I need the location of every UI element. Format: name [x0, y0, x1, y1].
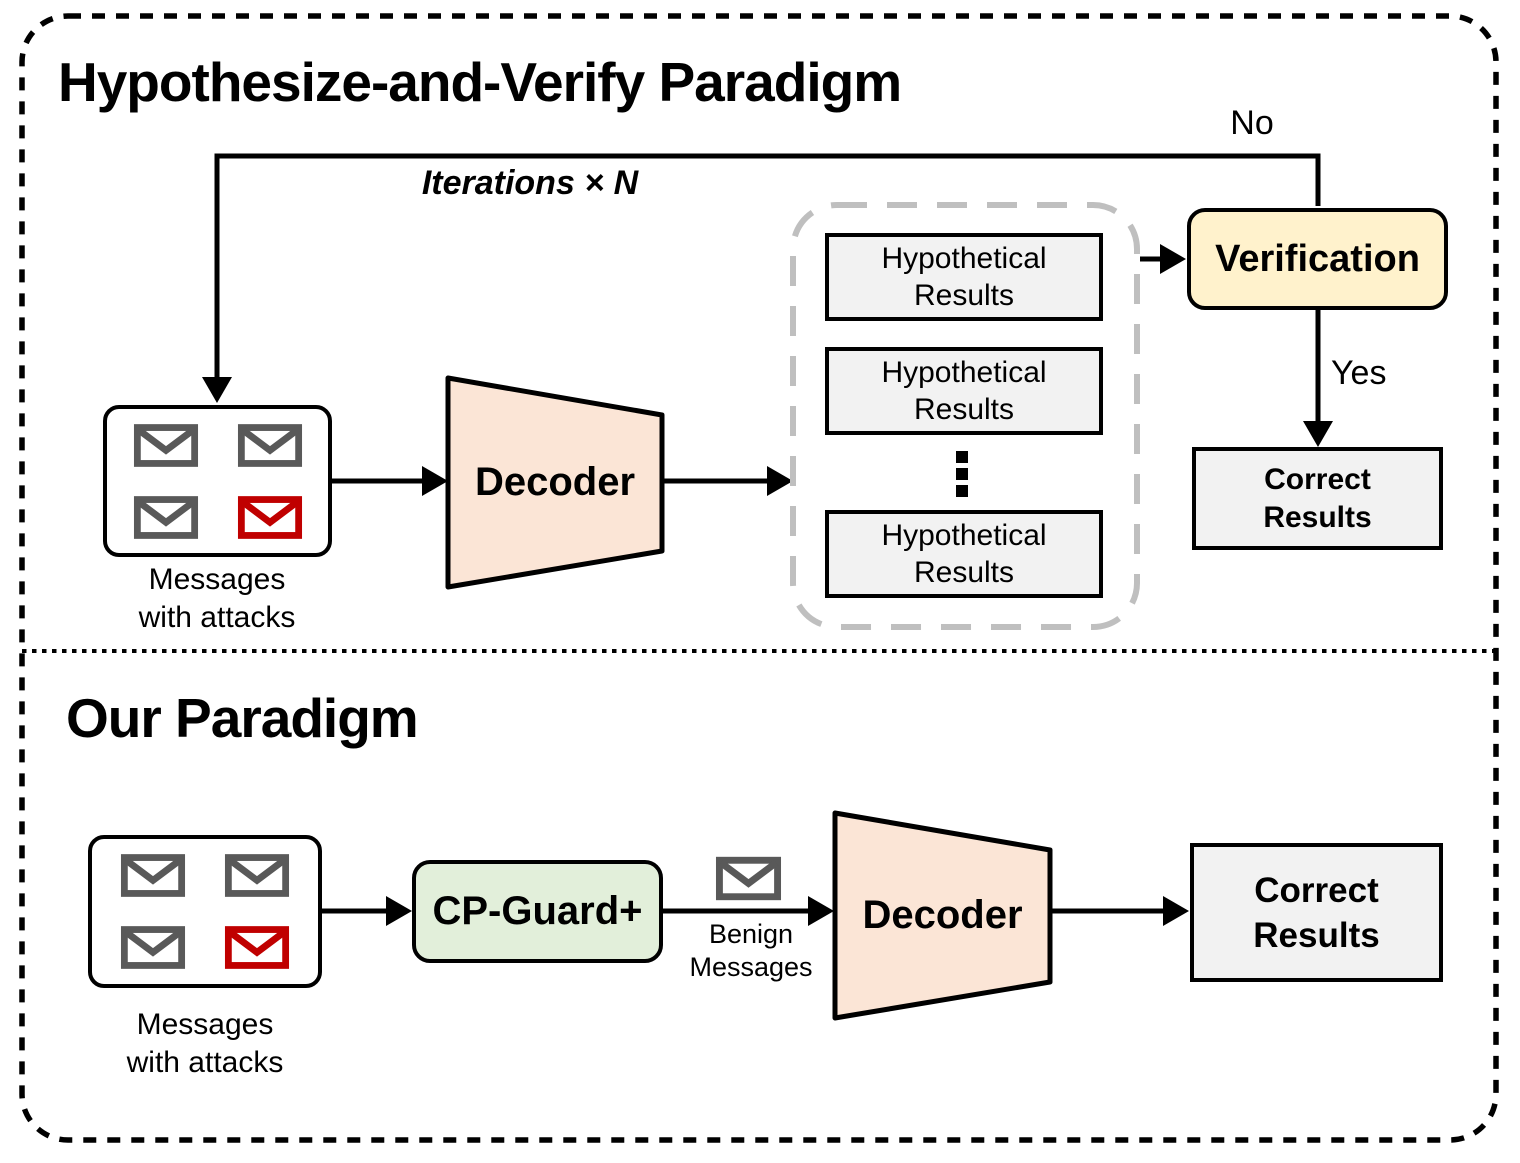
our-paradigm-title: Our Paradigm — [66, 687, 419, 749]
decoder-shape-top — [445, 375, 665, 590]
envelope-icon — [120, 925, 186, 970]
decoder-label-bottom: Decoder — [862, 893, 1023, 937]
attack-envelope-icon — [237, 495, 303, 540]
iterations-label: Iterations × N — [421, 164, 639, 202]
envelope-icon — [133, 423, 199, 468]
decoder-shape-bottom — [832, 810, 1053, 1021]
feedback-no-arrow — [202, 153, 1321, 403]
envelope-icon — [120, 853, 186, 898]
verification-box: Verification — [1187, 208, 1448, 310]
hypothetical-results-box: Hypothetical Results — [825, 510, 1103, 598]
hypothetical-results-box: Hypothetical Results — [825, 233, 1103, 321]
correct-results-box-bottom: Correct Results — [1190, 843, 1443, 982]
hypothesis-pool-container — [790, 202, 1140, 630]
messages-box-top — [103, 405, 332, 557]
envelope-icon — [224, 853, 290, 898]
benign-envelope-icon — [719, 860, 777, 896]
correct-results-box-top: Correct Results — [1192, 447, 1443, 550]
messages-caption-top: Messages with attacks — [138, 563, 296, 634]
attack-envelope-icon — [224, 925, 290, 970]
no-label: No — [1230, 104, 1274, 142]
cp-guard-box: CP-Guard+ — [412, 860, 663, 963]
hypothetical-results-box: Hypothetical Results — [825, 347, 1103, 435]
ellipsis-icon — [956, 451, 968, 497]
decoder-label-top: Decoder — [474, 460, 636, 504]
envelope-icon — [133, 495, 199, 540]
messages-box-bottom — [88, 835, 322, 988]
hv-paradigm-title: Hypothesize-and-Verify Paradigm — [58, 51, 902, 113]
yes-label: Yes — [1331, 354, 1387, 392]
envelope-icon — [237, 423, 303, 468]
messages-caption-bottom: Messages with attacks — [126, 1008, 284, 1079]
outer-dashed-border — [19, 13, 1499, 1143]
benign-messages-label: Benign Messages — [689, 919, 813, 982]
